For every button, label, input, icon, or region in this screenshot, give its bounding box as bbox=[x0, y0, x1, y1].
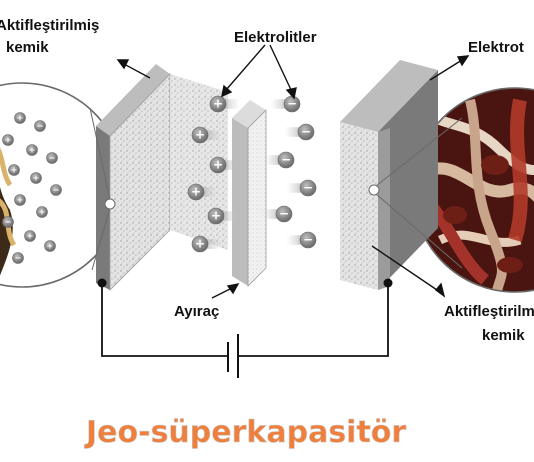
zoom-ion: − bbox=[50, 184, 62, 196]
label-electrode: Elektrot bbox=[468, 39, 524, 56]
zoom-ion: + bbox=[24, 230, 36, 242]
svg-text:+: + bbox=[17, 194, 24, 204]
label-bottom-right-2: kemik bbox=[482, 327, 525, 344]
svg-text:+: + bbox=[213, 157, 223, 171]
svg-text:−: − bbox=[15, 252, 22, 262]
label-electrolytes: Elektrolitler bbox=[234, 29, 317, 46]
right-electrode-plate bbox=[340, 60, 438, 290]
svg-text:−: − bbox=[301, 124, 311, 138]
zoom-ion: − bbox=[46, 152, 58, 164]
label-bottom-right: Aktifleştirilmiş bbox=[444, 303, 534, 320]
negative-ion: − bbox=[262, 205, 293, 223]
positive-ion: + bbox=[207, 207, 238, 225]
negative-ion: − bbox=[264, 151, 295, 169]
label-arrows bbox=[116, 44, 470, 299]
svg-text:−: − bbox=[37, 120, 44, 130]
zoom-guide-lines bbox=[89, 107, 463, 271]
svg-text:−: − bbox=[53, 184, 60, 194]
svg-text:−: − bbox=[303, 180, 313, 194]
svg-text:+: + bbox=[5, 134, 12, 144]
positive-ion: + bbox=[191, 126, 222, 144]
zoom-ion: + bbox=[14, 112, 26, 124]
svg-text:−: − bbox=[279, 206, 289, 220]
svg-text:−: − bbox=[287, 96, 297, 110]
external-circuit bbox=[101, 283, 389, 378]
svg-text:+: + bbox=[27, 230, 34, 240]
negative-ion: − bbox=[284, 123, 315, 141]
right-zoom-circle bbox=[412, 87, 534, 293]
positive-ion: + bbox=[191, 235, 222, 253]
svg-text:+: + bbox=[17, 112, 24, 122]
zoom-ion: − bbox=[2, 216, 14, 228]
zoom-ion: + bbox=[26, 144, 38, 156]
left-zoom-point bbox=[104, 198, 116, 210]
positive-ion: + bbox=[209, 95, 240, 113]
svg-text:+: + bbox=[39, 206, 46, 216]
svg-text:−: − bbox=[303, 232, 313, 246]
svg-text:+: + bbox=[33, 172, 40, 182]
negative-ion: − bbox=[286, 231, 317, 249]
label-top-left-2: kemik bbox=[6, 39, 49, 56]
label-top-left: Aktifleştirilmiş bbox=[0, 17, 99, 34]
svg-text:+: + bbox=[211, 208, 221, 222]
zoom-ion: + bbox=[8, 164, 20, 176]
right-bone-texture bbox=[413, 88, 534, 292]
zoom-ion: − bbox=[12, 252, 24, 264]
diagram-title: Jeo-süperkapasitör bbox=[84, 415, 406, 450]
zoom-ion: + bbox=[44, 240, 56, 252]
svg-text:+: + bbox=[29, 144, 36, 154]
svg-text:+: + bbox=[47, 240, 54, 250]
svg-text:+: + bbox=[195, 236, 205, 250]
svg-text:+: + bbox=[195, 127, 205, 141]
positive-ion: + bbox=[209, 156, 240, 174]
label-separator: Ayıraç bbox=[174, 303, 219, 320]
zoom-ion: + bbox=[2, 134, 14, 146]
positive-ion: + bbox=[187, 183, 218, 201]
svg-text:−: − bbox=[49, 152, 56, 162]
zoom-ion: + bbox=[14, 194, 26, 206]
svg-text:+: + bbox=[11, 164, 18, 174]
ion-group: ++++++−−−−−−+−++−++−++−++− bbox=[2, 95, 317, 264]
right-terminal bbox=[383, 278, 393, 288]
svg-text:−: − bbox=[281, 152, 291, 166]
negative-ion: − bbox=[270, 95, 301, 113]
left-terminal bbox=[97, 278, 107, 288]
zoom-ion: + bbox=[30, 172, 42, 184]
zoom-ion: − bbox=[34, 120, 46, 132]
right-zoom-point bbox=[368, 184, 380, 196]
negative-ion: − bbox=[286, 179, 317, 197]
left-electrode-plate bbox=[96, 64, 228, 291]
svg-text:−: − bbox=[5, 216, 12, 226]
zoom-ion: + bbox=[36, 206, 48, 218]
svg-text:+: + bbox=[191, 184, 201, 198]
svg-text:+: + bbox=[213, 96, 223, 110]
separator-plate bbox=[232, 100, 267, 287]
